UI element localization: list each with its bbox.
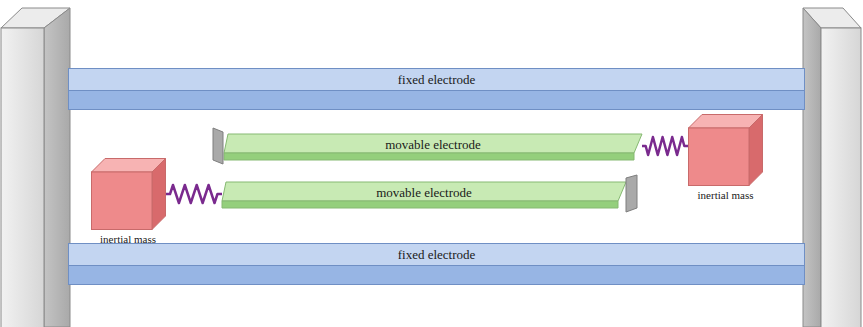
fixed-electrode: fixed electrode — [68, 68, 805, 110]
inertial-mass: inertial mass — [688, 114, 763, 204]
electrode-label: fixed electrode — [398, 247, 476, 263]
electrode-label: fixed electrode — [398, 72, 476, 88]
mass-cube — [688, 114, 763, 186]
inertial-mass: inertial mass — [88, 158, 168, 248]
electrode-label: movable electrode — [385, 137, 481, 153]
spring — [642, 137, 688, 155]
electrode-label: movable electrode — [376, 185, 472, 201]
left-pillar — [1, 8, 70, 327]
movable-electrode: movable electrode — [212, 126, 644, 166]
movable-electrode: movable electrode — [220, 174, 640, 214]
fixed-electrode: fixed electrode — [68, 243, 805, 285]
mass-cube — [91, 158, 166, 230]
mass-label: inertial mass — [698, 189, 754, 201]
right-pillar — [803, 8, 861, 327]
spring — [166, 185, 223, 203]
